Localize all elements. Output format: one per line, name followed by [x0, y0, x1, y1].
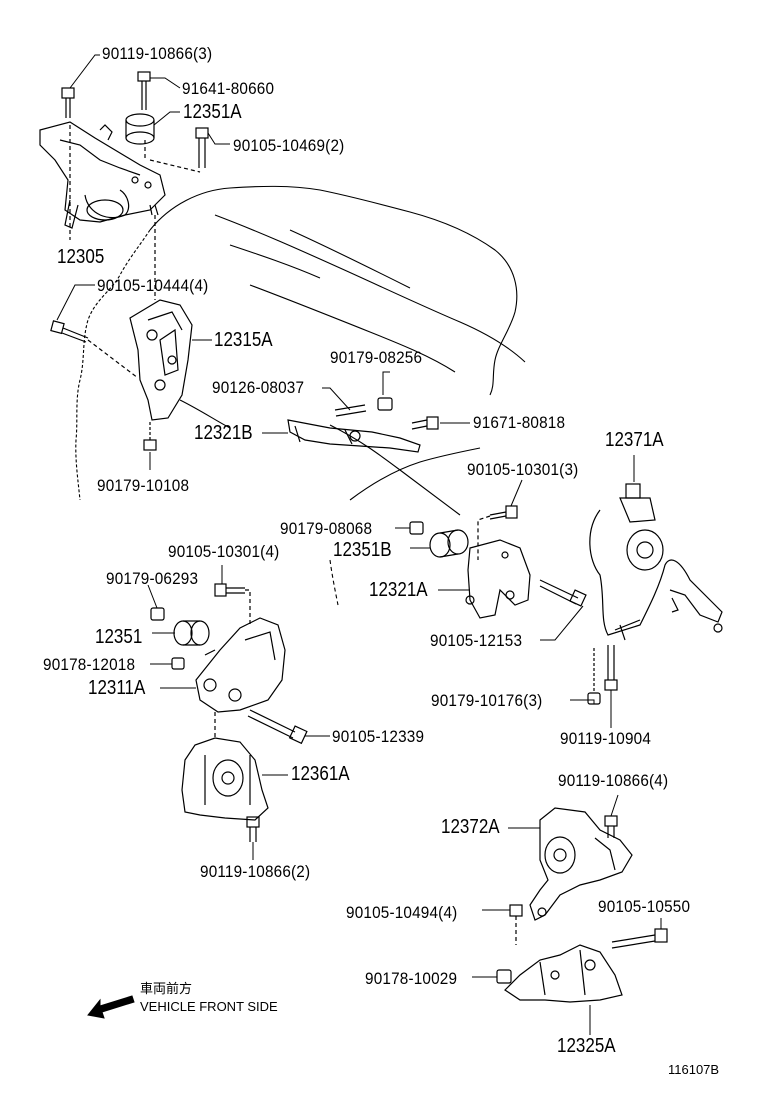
- nut-90179-08068: [409, 521, 424, 535]
- engine-mount-12372A: [529, 807, 633, 921]
- label-12325A: 12325A: [557, 1035, 616, 1057]
- figure-id: 116107B: [668, 1062, 720, 1077]
- label-12361A: 12361A: [291, 763, 350, 785]
- label-90178-10029: 90178-10029: [365, 969, 458, 988]
- nut-90178-10029: [496, 969, 512, 984]
- label-90119-10866-3: 90119-10866(3): [102, 44, 213, 63]
- cushion-12351B: [429, 529, 469, 558]
- label-90179-06293: 90179-06293: [106, 569, 199, 588]
- label-90105-10550: 90105-10550: [598, 897, 691, 916]
- label-12351A: 12351A: [183, 101, 242, 123]
- engine-outline: [75, 185, 526, 606]
- stud-90126-08037: [334, 404, 367, 417]
- label-91641-80660: 91641-80660: [182, 79, 275, 98]
- bolt-90105-10301-4: [214, 583, 245, 597]
- label-12351: 12351: [95, 626, 143, 648]
- engine-mount-12305: [39, 121, 166, 229]
- bolt-90105-10444-4: [50, 320, 89, 343]
- bracket-12311A: [195, 617, 286, 713]
- label-12351B: 12351B: [333, 539, 392, 561]
- label-90105-10444-4: 90105-10444(4): [97, 276, 209, 295]
- label-12372A: 12372A: [441, 816, 500, 838]
- nut-90179-10176-3: [587, 648, 601, 705]
- label-12321B: 12321B: [194, 422, 253, 444]
- label-90179-10108: 90179-10108: [97, 476, 190, 495]
- vehicle-front-arrow-icon: [87, 995, 135, 1019]
- label-90179-08068: 90179-08068: [280, 519, 373, 538]
- label-90179-10176-3: 90179-10176(3): [431, 691, 543, 710]
- label-90119-10866-4: 90119-10866(4): [558, 771, 669, 790]
- bolt-90119-10866-2: [246, 816, 260, 842]
- engine-mount-12371A: [589, 483, 723, 641]
- label-12305: 12305: [57, 246, 105, 268]
- bolt-91671-80818: [411, 416, 439, 430]
- label-90105-10469-2: 90105-10469(2): [233, 136, 345, 155]
- label-90178-12018: 90178-12018: [43, 655, 136, 674]
- label-90105-10301-4: 90105-10301(4): [168, 542, 280, 561]
- label-90179-08256: 90179-08256: [330, 348, 423, 367]
- bolt-90105-10301-3: [489, 505, 518, 520]
- nut-90179-08256: [377, 397, 393, 411]
- direction-label-en: VEHICLE FRONT SIDE: [140, 999, 278, 1014]
- cushion-12351: [173, 620, 210, 646]
- bracket-12321B: [287, 419, 421, 453]
- bolt-90119-10904: [604, 645, 618, 691]
- label-90126-08037: 90126-08037: [212, 378, 305, 397]
- label-90105-12153: 90105-12153: [430, 631, 523, 650]
- label-12321A: 12321A: [369, 579, 428, 601]
- bolt-90105-12339: [247, 709, 308, 745]
- label-12311A: 12311A: [88, 677, 146, 699]
- nut-90178-12018: [171, 657, 185, 670]
- bracket-12325A: [504, 944, 623, 1003]
- leader-lines: [56, 54, 662, 1035]
- direction-label-jp: 車両前方: [140, 981, 193, 996]
- label-91671-80818: 91671-80818: [473, 413, 566, 432]
- label-12315A: 12315A: [214, 329, 273, 351]
- bracket-12315A: [129, 299, 193, 421]
- bolt-90119-10866-4: [604, 815, 618, 838]
- bolt-90105-12153: [539, 579, 587, 607]
- label-90119-10866-2: 90119-10866(2): [200, 862, 311, 881]
- label-90105-10301-3: 90105-10301(3): [467, 460, 579, 479]
- bolt-91641-80660: [137, 71, 151, 110]
- bolt-90105-10469-2: [195, 127, 209, 168]
- engine-mount-12361A: [181, 737, 269, 821]
- label-90105-12339: 90105-12339: [332, 727, 425, 746]
- label-90105-10494-4: 90105-10494(4): [346, 903, 458, 922]
- bracket-12321A: [465, 539, 531, 619]
- bolt-90105-10494-4: [509, 904, 523, 945]
- bolt-90119-10866-3: [61, 87, 75, 118]
- nut-90179-10108: [143, 422, 157, 451]
- label-12371A: 12371A: [605, 429, 664, 451]
- bolt-90105-10550: [611, 928, 668, 949]
- nut-90179-06293: [150, 607, 165, 621]
- label-90119-10904: 90119-10904: [560, 729, 652, 748]
- cushion-12351A: [125, 113, 155, 145]
